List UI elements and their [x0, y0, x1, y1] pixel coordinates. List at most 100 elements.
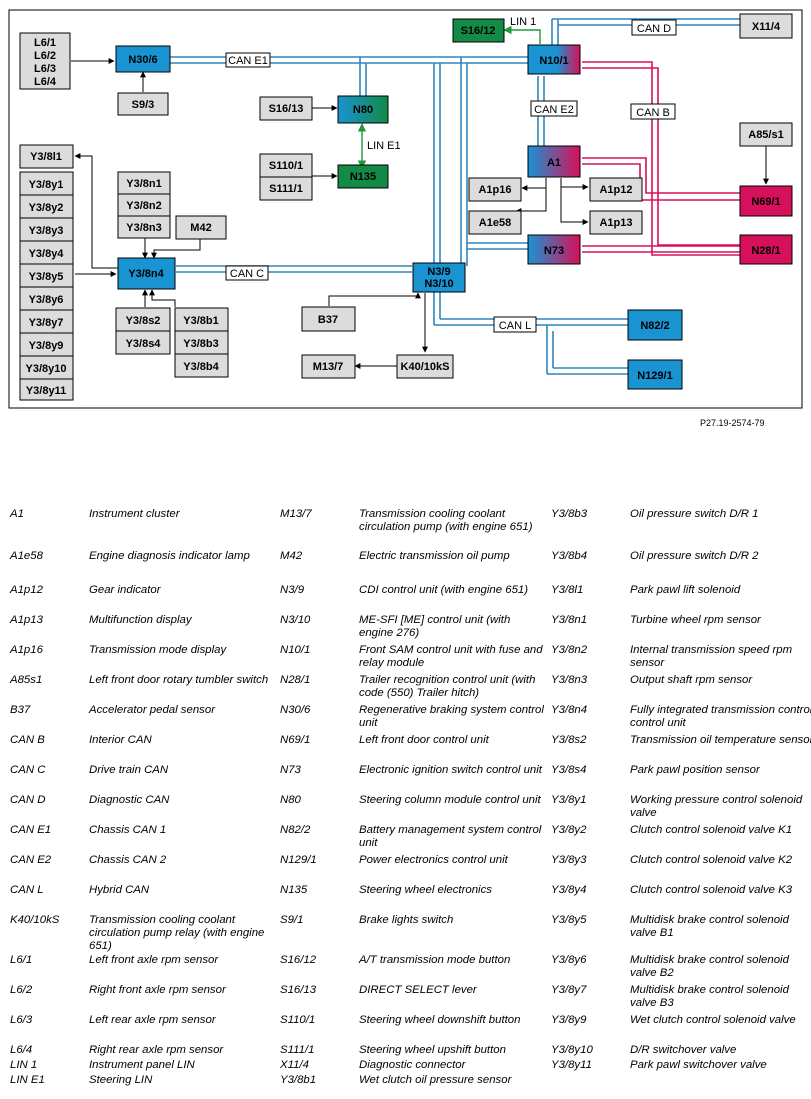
legend-description: Power electronics control unit — [359, 854, 508, 866]
y3-8y1-label: Y3/8y1 — [29, 179, 64, 191]
can-b-label: CAN B — [636, 107, 670, 119]
can-e1-label: CAN E1 — [228, 55, 268, 67]
n3-9-label: N3/9 — [427, 266, 450, 278]
legend-description: Park pawl position sensor — [630, 764, 760, 776]
legend-description: Transmission mode display — [89, 644, 227, 656]
legend-code: Y3/8y5 — [551, 914, 587, 926]
legend-code: N10/1 — [280, 644, 311, 656]
legend-code: N3/9 — [280, 584, 305, 596]
legend-code: Y3/8n4 — [551, 704, 588, 716]
y3-8y5-label: Y3/8y5 — [29, 271, 64, 283]
y3-8y4-label: Y3/8y4 — [29, 248, 65, 260]
legend-description: Instrument cluster — [89, 508, 180, 520]
can-c-label: CAN C — [230, 268, 264, 280]
legend-code: M13/7 — [280, 508, 312, 520]
legend-description: A/T transmission mode button — [359, 954, 511, 966]
legend-code: Y3/8y10 — [551, 1044, 593, 1056]
legend-description: Battery management system control unit — [359, 824, 542, 849]
legend-description: D/R switchover valve — [630, 1044, 737, 1056]
legend-description: Steering wheel downshift button — [359, 1014, 521, 1026]
legend-code: LIN E1 — [10, 1074, 45, 1086]
legend-description: Accelerator pedal sensor — [89, 704, 215, 716]
can-b-lines — [582, 61, 740, 256]
legend-description: Left rear axle rpm sensor — [89, 1014, 216, 1026]
legend-code: A1 — [10, 508, 24, 520]
legend-description: Transmission cooling coolant circulation… — [359, 508, 533, 533]
s110-1-label: S110/1 — [269, 160, 303, 172]
legend-code: Y3/8y4 — [551, 884, 587, 896]
legend-description: Chassis CAN 2 — [89, 854, 167, 866]
legend-description: Hybrid CAN — [89, 884, 150, 896]
legend-description: Brake lights switch — [359, 914, 454, 926]
legend-description: Engine diagnosis indicator lamp — [89, 550, 250, 562]
y3-8s2-label: Y3/8s2 — [126, 315, 161, 327]
legend-description: Wet clutch oil pressure sensor — [359, 1074, 512, 1086]
legend-code: CAN B — [10, 734, 45, 746]
legend-code: CAN D — [10, 794, 46, 806]
legend-description: Left front door control unit — [359, 734, 489, 746]
legend-code: N28/1 — [280, 674, 311, 686]
legend-description: Wet clutch control solenoid valve — [630, 1014, 796, 1026]
legend-code: N135 — [280, 884, 308, 896]
legend-code: Y3/8y6 — [551, 954, 587, 966]
legend-description: Interior CAN — [89, 734, 152, 746]
y3-8y11-label: Y3/8y11 — [26, 385, 66, 397]
legend-description: Multidisk brake control solenoid valve B… — [630, 914, 789, 939]
legend-description: Park pawl lift solenoid — [630, 584, 741, 596]
legend-code: N129/1 — [280, 854, 317, 866]
legend-description: Front SAM control unit with fuse and rel… — [359, 644, 543, 669]
n10-1-label: N10/1 — [539, 55, 568, 67]
legend-description: Gear indicator — [89, 584, 161, 596]
legend-description: Steering wheel upshift button — [359, 1044, 506, 1056]
legend-code: CAN E1 — [10, 824, 52, 836]
a85s1-label: A85/s1 — [748, 129, 783, 141]
legend-code: Y3/8n2 — [551, 644, 588, 656]
legend-description: Fully integrated transmission control co… — [630, 704, 811, 729]
legend-description: Steering LIN — [89, 1074, 153, 1086]
legend-description: Transmission oil temperature sensor — [630, 734, 811, 746]
legend-code: L6/1 — [10, 954, 33, 966]
y3-8l1-label: Y3/8l1 — [30, 151, 62, 163]
wiring-diagram: CAN E1 CAN D CAN E2 CAN B CAN C CAN L LI… — [8, 9, 803, 409]
n69-1-label: N69/1 — [751, 196, 780, 208]
n30-6-label: N30/6 — [128, 54, 157, 66]
s16-13-label: S16/13 — [269, 103, 304, 115]
legend-code: Y3/8b1 — [280, 1074, 317, 1086]
legend-code: Y3/8y2 — [551, 824, 587, 836]
legend-code: Y3/8y1 — [551, 794, 587, 806]
legend-code: K40/10kS — [10, 914, 60, 926]
legend-description: Multidisk brake control solenoid valve B… — [630, 954, 789, 979]
l6-1-label: L6/1 — [34, 37, 56, 49]
lin-lines — [357, 25, 541, 169]
legend-description: Right rear axle rpm sensor — [89, 1044, 224, 1056]
figure-id: P27.19-2574-79 — [700, 418, 765, 428]
y3-8n2-label: Y3/8n2 — [126, 200, 161, 212]
b37-label: B37 — [318, 314, 338, 326]
legend-description: Trailer recognition control unit (with c… — [359, 674, 536, 699]
legend-code: Y3/8y3 — [551, 854, 587, 866]
a1p12-label: A1p12 — [599, 184, 632, 196]
n28-1-label: N28/1 — [751, 245, 780, 257]
y3-8y9-label: Y3/8y9 — [29, 340, 64, 352]
l6-3-label: L6/3 — [34, 63, 56, 75]
y3-8b1-label: Y3/8b1 — [183, 315, 218, 327]
legend-code: N80 — [280, 794, 301, 806]
legend-description: Steering column module control unit — [359, 794, 541, 806]
legend-code: S111/1 — [280, 1044, 315, 1056]
legend-description: Output shaft rpm sensor — [630, 674, 753, 686]
l6-4-label: L6/4 — [34, 76, 57, 88]
legend-code: S16/12 — [280, 954, 317, 966]
n135-label: N135 — [350, 171, 376, 183]
legend-description: Electronic ignition switch control unit — [359, 764, 542, 776]
m13-7-label: M13/7 — [313, 361, 344, 373]
legend-code: Y3/8y9 — [551, 1014, 587, 1026]
legend-description: Diagnostic CAN — [89, 794, 170, 806]
a1p16-label: A1p16 — [478, 184, 511, 196]
legend-description: Diagnostic connector — [359, 1059, 466, 1071]
legend-code: N30/6 — [280, 704, 311, 716]
legend-code: L6/3 — [10, 1014, 33, 1026]
legend-code: Y3/8y7 — [551, 984, 587, 996]
legend-description: Right front axle rpm sensor — [89, 984, 226, 996]
legend-code: Y3/8b3 — [551, 508, 588, 520]
